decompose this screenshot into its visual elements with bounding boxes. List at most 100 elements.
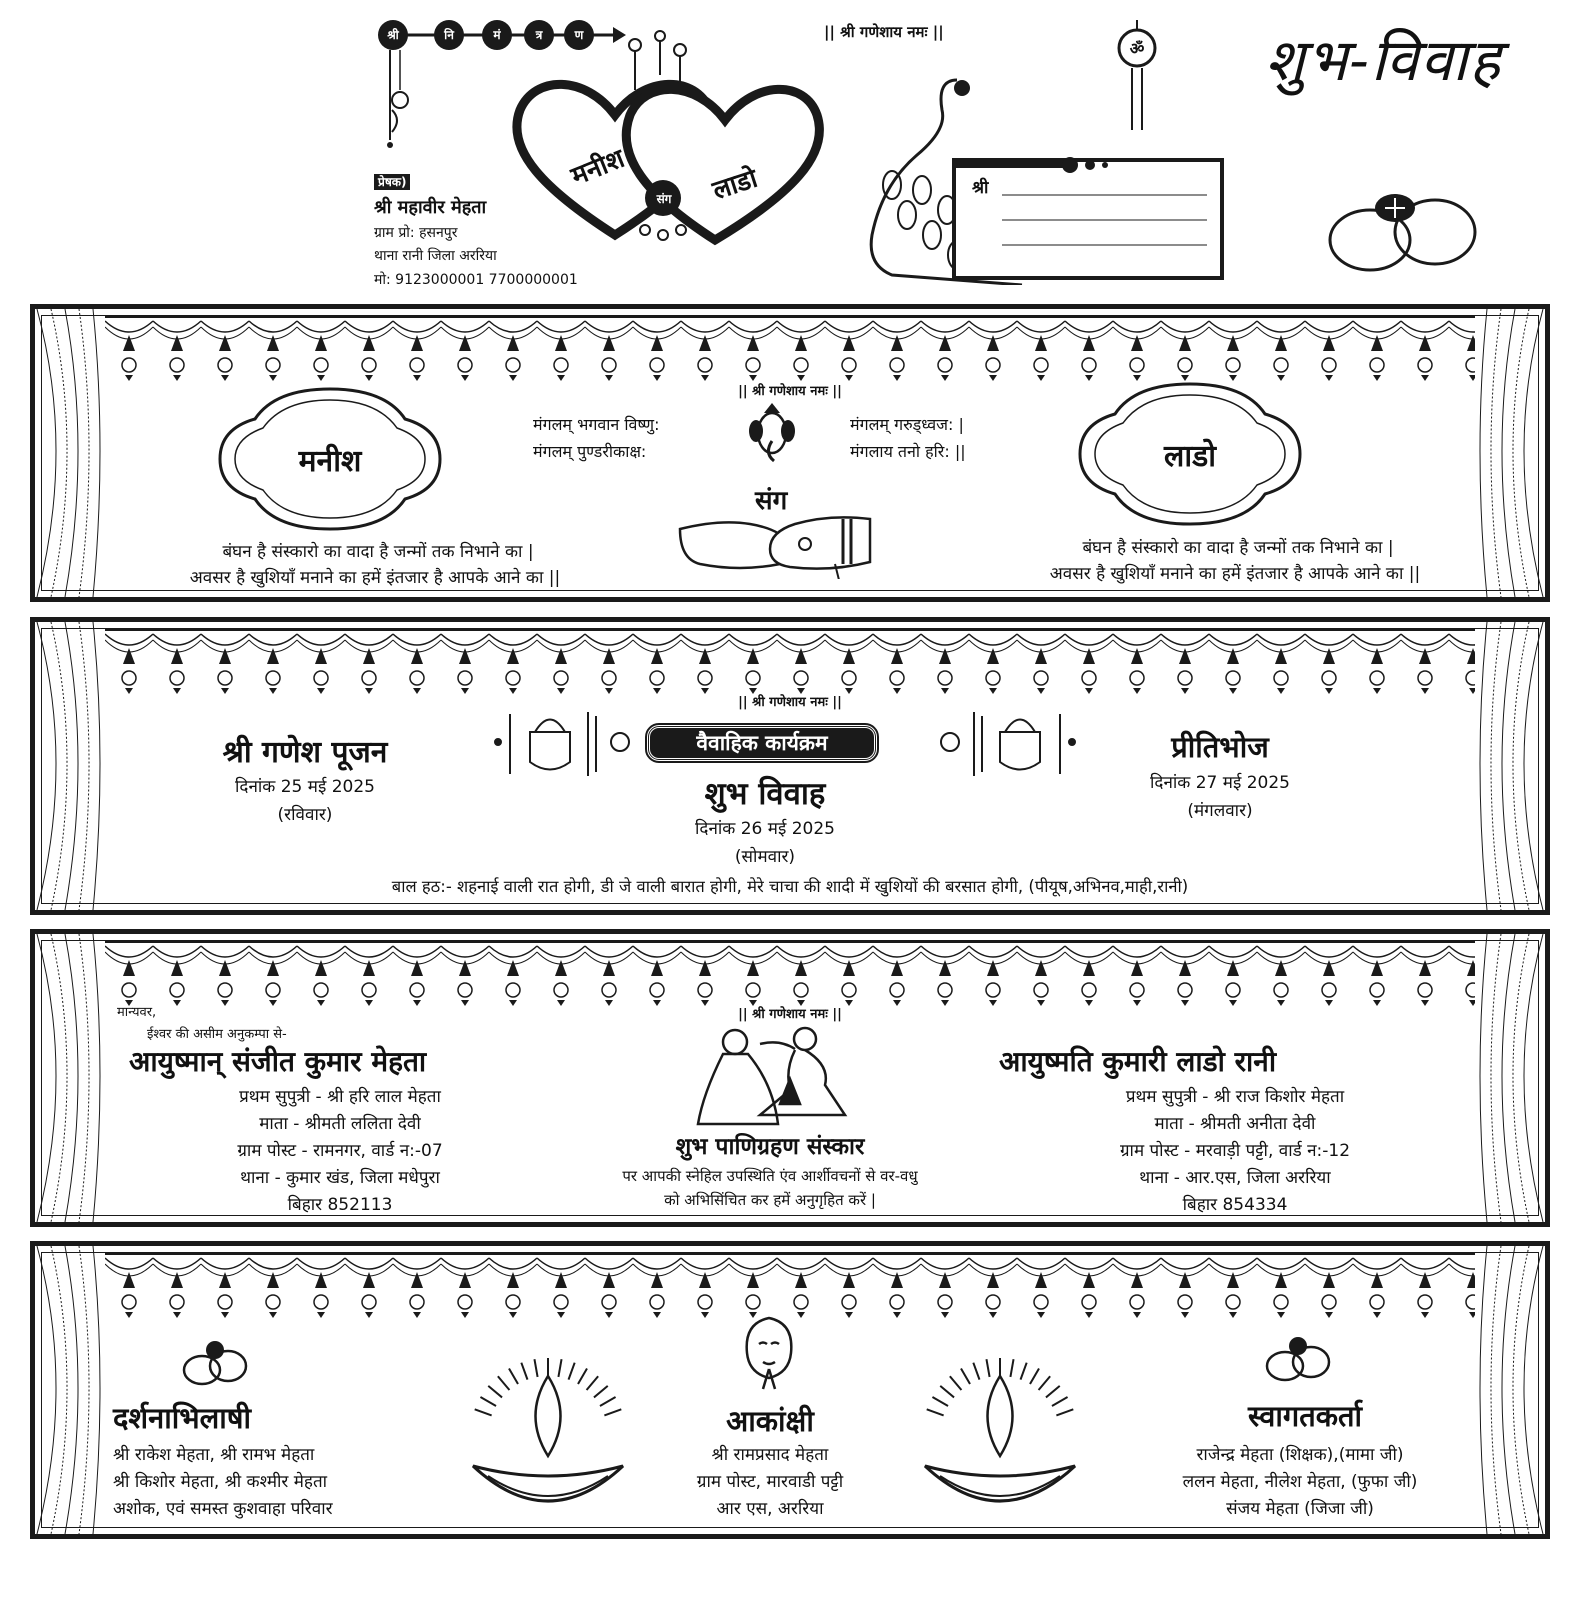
panel-inner-border [41, 628, 1539, 904]
om-hanging-icon [1117, 20, 1157, 130]
dholak-drums-icon [1328, 194, 1477, 272]
mantra-left-1: मंगलम् भगवान विष्णु: [533, 415, 660, 434]
curtain-right-icon [1479, 934, 1544, 1222]
swagat-line-2: ललन मेहता, नीलेश मेहता, (फुफा जी) [1182, 1472, 1418, 1492]
panel3-ganeshaya: || श्री गणेशाय नमः || [738, 1007, 842, 1022]
ishwar-line: ईश्वर की असीम अनुकम्पा से- [147, 1027, 287, 1042]
panel-inner-border [41, 940, 1539, 1216]
event-pritibhoj-day: (मंगलवार) [1187, 801, 1253, 821]
event-vivah-day: (सोमवार) [734, 847, 796, 867]
toran-bunting-icon [105, 1253, 1475, 1318]
om-glyph: ॐ [1129, 39, 1145, 58]
panel-names: || श्री गणेशाय नमः || मनीश लाडो मंगलम् भ… [30, 304, 1550, 602]
wedding-couple-icon [696, 1026, 848, 1126]
panel-greeters: दर्शनाभिलाषी श्री राकेश मेहता, श्री रामभ… [30, 1241, 1550, 1539]
nimantran-letter: त्र [524, 20, 554, 50]
groom-name: मनीश [298, 444, 362, 479]
bride-line-5: बिहार 854334 [1182, 1195, 1288, 1215]
groom-full-name: आयुष्मान् संजीत कुमार मेहता [129, 1045, 427, 1078]
event-vivah-title: शुभ विवाह [704, 776, 826, 812]
akankshi-line-1: श्री रामप्रसाद मेहता [711, 1445, 829, 1465]
curtain-left-icon [36, 1246, 101, 1534]
peacock-card-icon [869, 78, 1224, 285]
heart-center-label: संग [656, 192, 672, 206]
verse-left-2: अवसर है खुशियाँ मनाने का हमें इंतजार है … [189, 568, 561, 588]
sender-name: श्री महावीर मेहता [374, 197, 487, 218]
groom-line-4: थाना - कुमार खंड, जिला मधेपुरा [240, 1168, 440, 1188]
event-ganesh-date: दिनांक 25 मई 2025 [235, 777, 375, 797]
swagatkarta-title: स्वागतकर्ता [1247, 1399, 1363, 1433]
sang-label: संग [755, 486, 788, 516]
nimantran-letter: नि [434, 20, 464, 50]
bride-line-4: थाना - आर.एस, जिला अररिया [1139, 1168, 1331, 1188]
manyavar-label: मान्यवर, [117, 1005, 157, 1020]
verse-left-1: बंघन है संस्कारो का वादा है जन्मों तक नि… [222, 542, 534, 562]
panel-inner-border [41, 1252, 1539, 1528]
event-pritibhoj-date: दिनांक 27 मई 2025 [1150, 773, 1290, 793]
event-vivah-date: दिनांक 26 मई 2025 [695, 819, 835, 839]
swagat-line-3: संजय मेहता (जिजा जी) [1226, 1499, 1374, 1519]
bride-full-name: आयुष्मति कुमारी लाडो रानी [999, 1045, 1277, 1078]
toran-bunting-icon [105, 941, 1475, 1006]
curtain-left-icon [36, 622, 101, 910]
hanging-ornament-icon [387, 50, 409, 148]
panel-inner-border [41, 315, 1539, 591]
twin-hearts-icon [512, 30, 824, 246]
bal-hath-line: बाल हठ:- शहनाई वाली रात होगी, डी जे वाली… [391, 877, 1189, 896]
header-ganeshaya: || श्री गणेशाय नमः || [824, 23, 944, 41]
curtain-right-icon [1479, 309, 1544, 597]
darshan-line-1: श्री राकेश मेहता, श्री रामभ मेहता [113, 1445, 315, 1465]
card-shri: श्री [972, 178, 989, 198]
invitation-header: श्री नि मं त्र ण प्रेषक) श्री महावीर मेह… [0, 0, 1569, 300]
namaste-girl-icon [745, 1316, 793, 1390]
diya-lamp-right-icon [923, 1358, 1077, 1503]
ganesha-icon [749, 403, 795, 463]
panel-families: || श्री गणेशाय नमः || मान्यवर, ईश्वर की … [30, 929, 1550, 1227]
nimantran-letter: मं [482, 20, 512, 50]
panel-program: || श्री गणेशाय नमः || वैवाहिक कार्यक्रम … [30, 617, 1550, 915]
mantra-left-2: मंगलम् पुण्डरीकाक्ष: [533, 442, 647, 461]
nimantran-chain: श्री नि मं त्र ण [378, 18, 628, 52]
panel2-ganeshaya: || श्री गणेशाय नमः || [738, 695, 842, 710]
groom-line-1: प्रथम सुपुत्री - श्री हरि लाल मेहता [239, 1087, 441, 1107]
akankshi-title: आकांक्षी [726, 1404, 814, 1438]
bride-name: लाडो [1164, 439, 1216, 474]
dholak-left-icon [182, 1341, 248, 1386]
bride-line-3: ग्राम पोस्ट - मरवाड़ी पट्टी, वार्ड न:-12 [1119, 1141, 1351, 1161]
groom-line-5: बिहार 852113 [287, 1195, 393, 1215]
akankshi-line-2: ग्राम पोस्ट, मारवाडी पट्टी [696, 1472, 844, 1492]
darshan-line-2: श्री किशोर मेहता, श्री कश्मीर मेहता [113, 1472, 328, 1492]
akankshi-line-3: आर एस, अररिया [716, 1499, 824, 1519]
swagat-line-1: राजेन्द्र मेहता (शिक्षक),(मामा जी) [1196, 1445, 1404, 1465]
sanskar-line-1: पर आपकी स्नेहिल उपस्थिति एंव आर्शीवचनों … [622, 1167, 918, 1185]
sanskar-title: शुभ पाणिग्रहण संस्कार [675, 1134, 865, 1160]
groom-line-3: ग्राम पोस्ट - रामनगर, वार्ड न:-07 [237, 1141, 443, 1161]
program-ornament-row [494, 712, 1076, 776]
shubh-vivah-calligraphy: शुभ-विवाह [1265, 26, 1503, 94]
event-ganesh-day: (रविवार) [277, 805, 333, 825]
bride-line-2: माता - श्रीमती अनीता देवी [1154, 1114, 1316, 1134]
event-ganesh-title: श्री गणेश पूजन [222, 735, 388, 770]
curtain-left-icon [36, 934, 101, 1222]
bride-name-plaque: लाडो [1075, 379, 1305, 529]
toran-bunting-icon [105, 316, 1475, 381]
toran-bunting-icon [105, 629, 1475, 694]
holding-hands-icon [678, 516, 872, 579]
curtain-left-icon [36, 309, 101, 597]
sender-tag: प्रेषक) [374, 174, 411, 190]
sender-village: ग्राम प्रो: हसनपुर [374, 225, 458, 241]
curtain-right-icon [1479, 622, 1544, 910]
nimantran-letter: श्री [378, 20, 408, 50]
diya-lamp-left-icon [471, 1358, 625, 1503]
mantra-right-1: मंगलम् गरुड्ध्वज: | [850, 415, 964, 434]
verse-right-2: अवसर है खुशियाँ मनाने का हमें इंतजार है … [1049, 564, 1421, 584]
sender-mobile: मो: 9123000001 7700000001 [374, 272, 578, 288]
groom-line-2: माता - श्रीमती ललिता देवी [259, 1114, 421, 1134]
nimantran-letter: ण [564, 20, 594, 50]
mantra-right-2: मंगलाय तनो हरि: || [850, 442, 966, 461]
darshan-line-3: अशोक, एवं समस्त कुशवाहा परिवार [113, 1499, 333, 1519]
event-pritibhoj-title: प्रीतिभोज [1171, 730, 1269, 764]
program-banner: वैवाहिक कार्यक्रम [645, 723, 879, 763]
sanskar-line-2: को अभिसिंचित कर हमें अनुगृहित करें | [664, 1191, 876, 1209]
bride-line-1: प्रथम सुपुत्री - श्री राज किशोर मेहता [1125, 1087, 1345, 1107]
